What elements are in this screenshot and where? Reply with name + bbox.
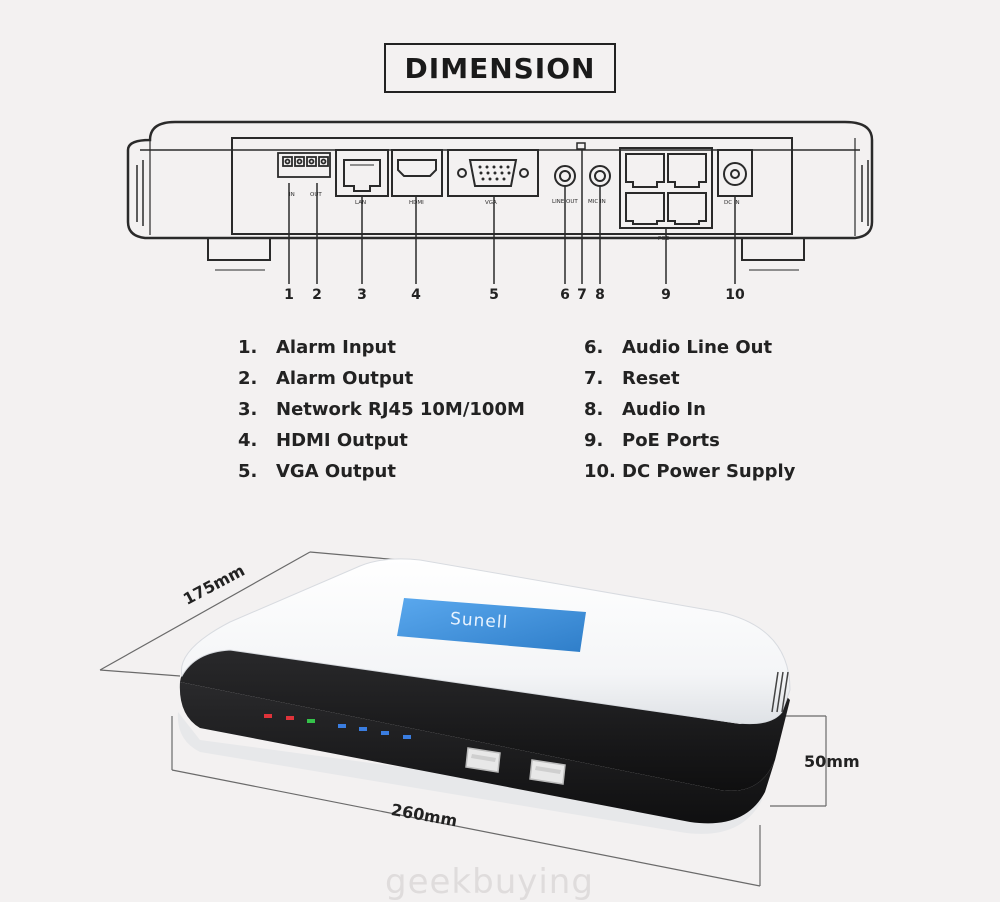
height-dimension-label: 50mm [804, 752, 860, 771]
dc-power-jack [717, 149, 753, 197]
legend-text: DC Power Supply [622, 461, 796, 482]
alarm-terminal-block [277, 152, 331, 178]
usb-ports [465, 747, 566, 785]
hdmi-port [391, 149, 443, 197]
watermark: geekbuying [385, 862, 594, 902]
led-blue-2 [359, 727, 367, 731]
port-number-4: 4 [411, 287, 421, 303]
legend-text: Reset [622, 368, 680, 389]
port-number-6: 6 [560, 287, 570, 303]
label-out: OUT [310, 192, 322, 198]
legend-index: 4. [238, 430, 258, 451]
legend-text: Audio Line Out [622, 337, 773, 358]
label-in: IN [289, 192, 295, 198]
lan-port [335, 149, 389, 197]
legend-index: 1. [238, 337, 258, 358]
port-number-7: 7 [577, 287, 587, 303]
label-vga: VGA [485, 200, 497, 206]
legend-text: PoE Ports [622, 430, 720, 451]
label-poe: POE [658, 236, 670, 242]
legend-index: 5. [238, 461, 258, 482]
legend-index: 2. [238, 368, 258, 389]
port-number-9: 9 [661, 287, 671, 303]
led-blue-4 [403, 735, 411, 739]
port-number-2: 2 [312, 287, 322, 303]
legend-text: Alarm Output [276, 368, 414, 389]
device-3d [177, 558, 791, 834]
legend-index: 3. [238, 399, 258, 420]
legend-index: 6. [584, 337, 604, 358]
legend-index: 8. [584, 399, 604, 420]
leader-lines [288, 150, 736, 284]
port-number-3: 3 [357, 287, 367, 303]
reset-button [576, 142, 586, 150]
poe-ports [619, 147, 713, 229]
label-lan: LAN [355, 200, 366, 206]
legend-text: HDMI Output [276, 430, 408, 451]
legend-text: VGA Output [276, 461, 396, 482]
label-dc-in: DC IN [724, 200, 740, 206]
led-green [307, 719, 315, 723]
label-mic-in: MIC IN [588, 199, 606, 205]
port-number-1: 1 [284, 287, 294, 303]
audio-line-out-jack [554, 165, 576, 187]
led-blue-1 [338, 724, 346, 728]
port-number-5: 5 [489, 287, 499, 303]
led-red-1 [264, 714, 272, 718]
brand-logo-text: Sunell [449, 608, 509, 634]
legend-index: 10. [584, 461, 616, 482]
front-leds [264, 714, 411, 739]
legend-text: Network RJ45 10M/100M [276, 399, 525, 420]
legend-index: 9. [584, 430, 604, 451]
brand-badge [397, 598, 586, 652]
legend-text: Audio In [622, 399, 706, 420]
port-number-8: 8 [595, 287, 605, 303]
audio-in-jack [589, 165, 611, 187]
legend-index: 7. [584, 368, 604, 389]
dimension-lines [99, 551, 827, 887]
port-number-10: 10 [725, 287, 745, 303]
vga-port [447, 149, 539, 197]
legend-text: Alarm Input [276, 337, 396, 358]
led-blue-3 [381, 731, 389, 735]
led-red-2 [286, 716, 294, 720]
page-title: DIMENSION [384, 43, 616, 93]
